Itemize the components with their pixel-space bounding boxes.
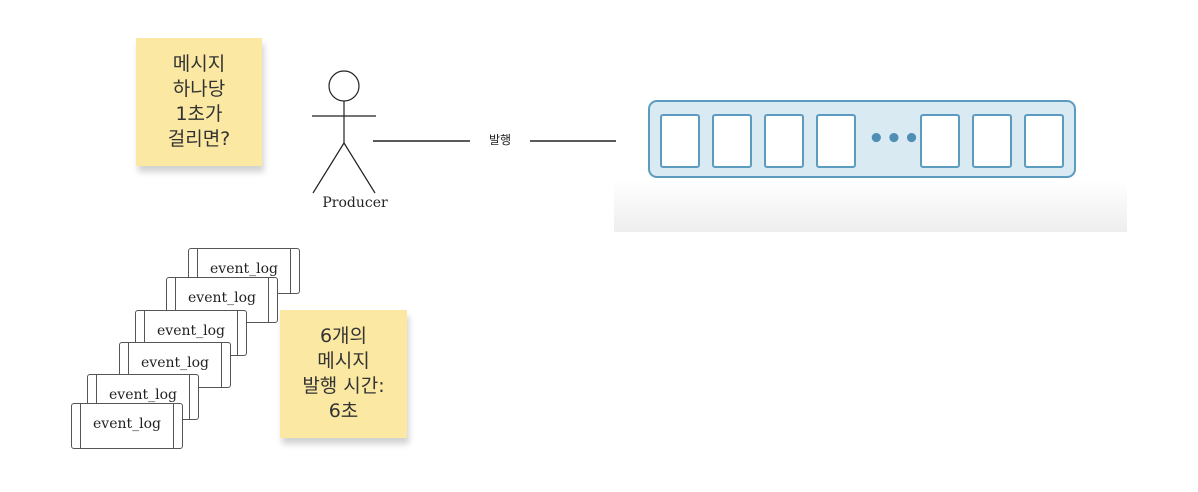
event-log-label: event_log <box>141 355 209 371</box>
event-log-card: event_log <box>71 403 183 449</box>
event-log-label: event_log <box>157 323 225 339</box>
queue-slot <box>712 114 752 168</box>
sticky-note-answer: 6개의 메시지 발행 시간: 6초 <box>280 310 407 438</box>
queue-slot <box>920 114 960 168</box>
publish-edge-label: 발행 <box>470 131 530 148</box>
queue-shadow <box>614 180 1127 232</box>
queue-slot <box>764 114 804 168</box>
event-log-label: event_log <box>109 387 177 403</box>
event-log-label: event_log <box>188 290 256 306</box>
queue-slot <box>1024 114 1064 168</box>
producer-stick-figure <box>312 70 376 194</box>
queue-slot <box>816 114 856 168</box>
queue-slot <box>972 114 1012 168</box>
producer-label: Producer <box>322 195 388 211</box>
event-log-label: event_log <box>93 416 161 432</box>
queue-ellipsis: ••• <box>868 124 921 154</box>
queue-slot <box>660 114 700 168</box>
event-log-label: event_log <box>210 261 278 277</box>
sticky-note-question: 메시지 하나당 1초가 걸리면? <box>136 38 262 166</box>
message-queue: ••• <box>648 100 1076 178</box>
